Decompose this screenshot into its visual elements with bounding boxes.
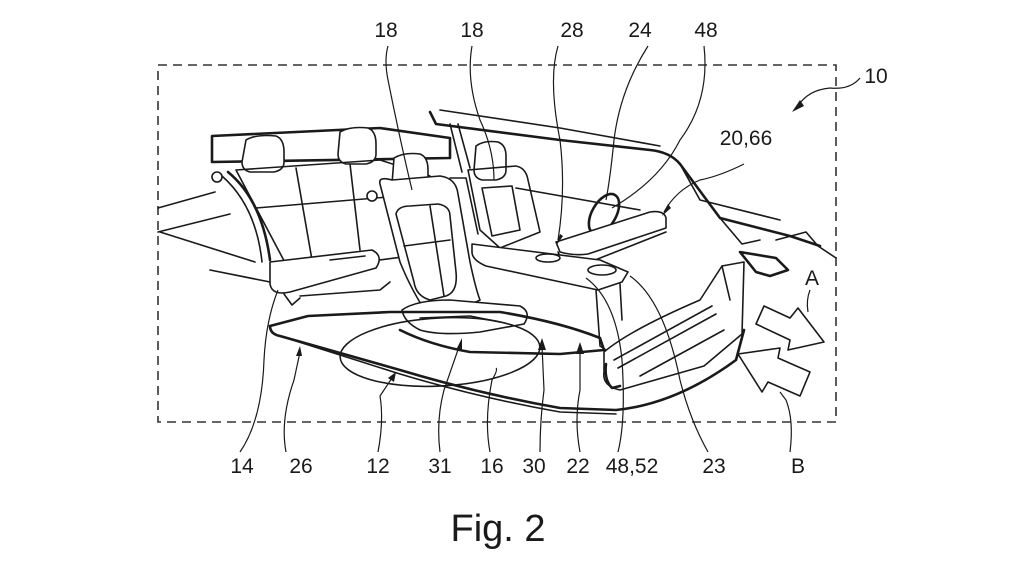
ref-arrow-a: A: [804, 267, 820, 290]
ref-30: 30: [522, 455, 546, 478]
ref-18-right: 18: [460, 19, 484, 42]
ref-18-left: 18: [374, 19, 398, 42]
left-body-lines: [157, 191, 271, 283]
leader-lines: [239, 45, 811, 453]
leader-10: [792, 77, 861, 112]
ref-26: 26: [289, 455, 313, 478]
front-wing: [738, 231, 837, 278]
arrow-a-icon: [755, 305, 825, 351]
floor-platform: [268, 310, 746, 415]
ref-arrow-b: B: [790, 455, 806, 478]
foldable-table: [555, 210, 667, 263]
windshield-frame: [428, 109, 822, 248]
center-console: [471, 243, 629, 351]
ref-48-52: 48,52: [605, 455, 659, 478]
ref-20-66: 20,66: [719, 127, 773, 150]
vehicle-boundary-frame: [157, 64, 837, 423]
ref-14: 14: [230, 455, 254, 478]
figure-caption: Fig. 2: [450, 508, 546, 550]
door-panel: [603, 261, 745, 391]
ref-16: 16: [480, 455, 504, 478]
rear-bench-seat: [210, 126, 452, 306]
ref-28: 28: [560, 19, 584, 42]
rotatable-front-seat-right: [449, 140, 541, 249]
ref-23: 23: [702, 455, 726, 478]
arrow-b-icon: [737, 347, 811, 397]
ref-12: 12: [366, 455, 390, 478]
ref-48: 48: [694, 19, 718, 42]
ref-31: 31: [428, 455, 452, 478]
rotatable-front-seat-left: [366, 152, 528, 335]
ref-10: 10: [864, 65, 888, 88]
ref-24: 24: [628, 19, 652, 42]
ref-22: 22: [566, 455, 590, 478]
